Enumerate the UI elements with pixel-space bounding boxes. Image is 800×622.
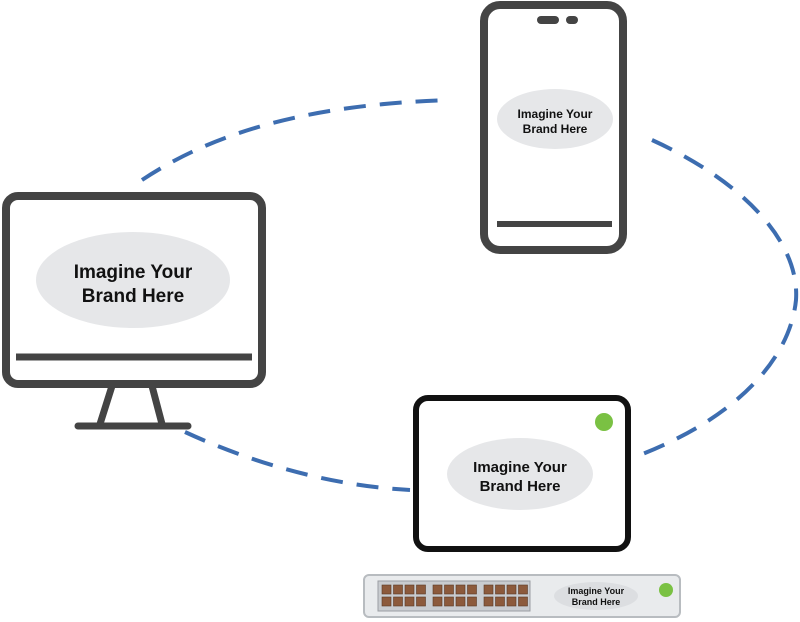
- phone-brand-line2: Brand Here: [523, 122, 588, 136]
- tablet-brand-line2: Brand Here: [480, 478, 561, 495]
- network-switch-icon: Imagine Your Brand Here: [363, 574, 681, 618]
- switch-port: [495, 584, 505, 595]
- switch-port: [506, 584, 517, 595]
- switch-port: [483, 584, 494, 595]
- switch-port: [518, 584, 528, 595]
- desktop-monitor-icon: Imagine Your Brand Here: [2, 192, 266, 430]
- switch-port: [455, 596, 466, 607]
- phone-brand-line1: Imagine Your: [518, 107, 593, 121]
- switch-port: [432, 584, 443, 595]
- switch-port: [404, 596, 415, 607]
- switch-port: [416, 584, 426, 595]
- connection-ring: [140, 98, 799, 492]
- tablet-brand-oval: [447, 438, 593, 510]
- connection-monitor-to-tablet: [184, 430, 411, 492]
- switch-port: [467, 584, 477, 595]
- switch-port: [381, 596, 392, 607]
- switch-brand-line2: Brand Here: [572, 597, 621, 607]
- switch-port: [393, 596, 403, 607]
- phone-brand-oval: [497, 89, 613, 149]
- monitor-brand-line1: Imagine Your: [74, 262, 193, 283]
- tablet-icon: Imagine Your Brand Here: [413, 395, 631, 552]
- switch-port: [495, 596, 505, 607]
- switch-port: [518, 596, 528, 607]
- switch-port: [506, 596, 517, 607]
- switch-port: [404, 584, 415, 595]
- connection-phone-to-right: [631, 138, 799, 460]
- switch-brand-line1: Imagine Your: [568, 586, 625, 596]
- switch-port: [483, 596, 494, 607]
- tablet-status-light: [595, 413, 613, 431]
- switch-port: [444, 584, 454, 595]
- monitor-brand-line2: Brand Here: [82, 286, 184, 307]
- smartphone-icon: Imagine Your Brand Here: [480, 1, 627, 254]
- tablet-brand-line1: Imagine Your: [473, 459, 567, 476]
- switch-port: [381, 584, 392, 595]
- monitor-brand-oval: [36, 232, 230, 328]
- switch-port: [444, 596, 454, 607]
- switch-brand-oval: [554, 582, 638, 610]
- switch-ports: [381, 584, 528, 607]
- switch-status-light: [659, 583, 673, 597]
- switch-port: [455, 584, 466, 595]
- connection-monitor-to-phone: [140, 98, 451, 182]
- switch-port: [432, 596, 443, 607]
- switch-port: [393, 584, 403, 595]
- switch-port: [467, 596, 477, 607]
- switch-port: [416, 596, 426, 607]
